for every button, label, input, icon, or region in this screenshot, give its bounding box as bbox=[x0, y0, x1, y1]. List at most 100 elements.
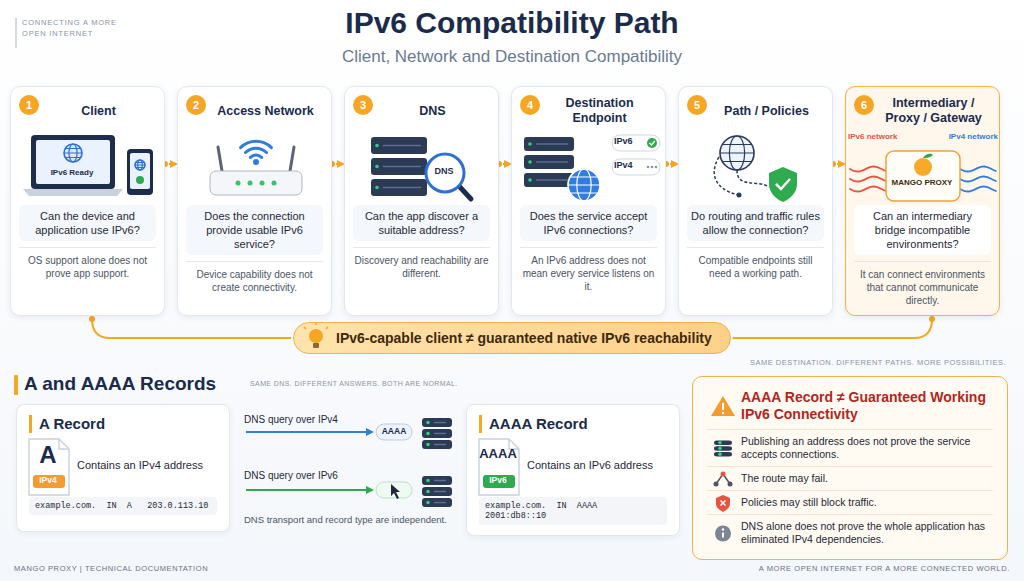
record-type: IPv6 bbox=[482, 475, 514, 486]
mango-logo bbox=[914, 158, 932, 176]
warning-item: The route may fail. bbox=[707, 466, 993, 490]
flow-arrow bbox=[833, 163, 845, 165]
callout-banner: IPv6-capable client ≠ guaranteed native … bbox=[293, 322, 731, 354]
icon-shape bbox=[434, 444, 446, 446]
icon-shape bbox=[737, 193, 742, 198]
icon-shape bbox=[236, 181, 241, 186]
globe-icon bbox=[568, 169, 600, 201]
accent-line bbox=[15, 18, 17, 48]
note: DNS transport and record type are indepe… bbox=[244, 514, 462, 526]
icon-shape bbox=[721, 472, 726, 477]
warning-item: Policies may still block traffic. bbox=[707, 490, 993, 514]
step-note: Discovery and reachability are different… bbox=[353, 247, 490, 280]
step-card: 3DNSCan the app discover a suitable addr… bbox=[344, 86, 499, 316]
step-note: It can connect environments that cannot … bbox=[854, 261, 991, 307]
icon-shape bbox=[304, 323, 328, 329]
wifi-arc bbox=[246, 148, 267, 152]
icon-shape bbox=[458, 185, 471, 199]
record-description: Contains an IPv6 address bbox=[527, 437, 667, 493]
icon-shape bbox=[714, 482, 719, 487]
icon-shape bbox=[434, 422, 446, 424]
icon-shape bbox=[721, 501, 726, 506]
step-number: 6 bbox=[854, 95, 874, 115]
icon-shape bbox=[722, 528, 724, 530]
icon-shape bbox=[718, 452, 722, 456]
record-box: AAAA RecordContains an IPv6 address examp… bbox=[466, 404, 680, 536]
icon-shape bbox=[929, 316, 935, 322]
page-title: IPv6 Compatibility Path bbox=[0, 6, 1024, 40]
record-type-pill bbox=[33, 475, 65, 488]
icon-shape bbox=[722, 533, 724, 538]
laptop-icon bbox=[31, 135, 115, 189]
record-letter: A bbox=[28, 442, 68, 468]
badge bbox=[612, 159, 660, 175]
record-example: example.com. IN AAAA 2001:db8::10 bbox=[479, 497, 667, 525]
step-heading: Path / Policies bbox=[709, 95, 824, 127]
query-label: DNS query over IPv6 bbox=[244, 470, 374, 483]
icon-shape bbox=[434, 433, 446, 435]
network-wave bbox=[960, 187, 996, 192]
icon-shape bbox=[426, 443, 430, 447]
icon-shape bbox=[23, 189, 123, 196]
warning-item: Publishing an address does not prove the… bbox=[707, 429, 993, 466]
shield-icon bbox=[769, 167, 797, 202]
step-number: 4 bbox=[520, 95, 540, 115]
step-question: Can the app discover a suitable address? bbox=[353, 205, 490, 241]
node-art bbox=[679, 87, 832, 315]
protocol-badge: IPv6 bbox=[614, 136, 644, 148]
step-question: Does the service accept IPv6 connections… bbox=[520, 205, 657, 241]
server-unit bbox=[422, 418, 452, 427]
answer-pill bbox=[376, 424, 412, 440]
step-question: Does the connection provide usable IPv6 … bbox=[186, 205, 323, 255]
icon-shape bbox=[290, 147, 294, 171]
icon-shape bbox=[434, 491, 446, 493]
proxy-label: MANGO PROXY bbox=[887, 178, 957, 188]
record-heading: AAAA Record bbox=[479, 415, 667, 433]
icon-shape bbox=[536, 179, 568, 181]
step-question: Can an intermediary bridge incompatible … bbox=[854, 205, 991, 255]
globe-icon bbox=[64, 144, 82, 162]
node-art bbox=[345, 87, 498, 315]
info-icon bbox=[715, 526, 731, 542]
step-card: 4Destination EndpointDoes the service ac… bbox=[511, 86, 666, 316]
icon-shape bbox=[718, 447, 722, 451]
icon-shape bbox=[59, 439, 69, 449]
record-type: IPv4 bbox=[32, 475, 64, 486]
icon-shape bbox=[313, 343, 319, 348]
icon-shape bbox=[426, 490, 430, 494]
step-card: 5Path / PoliciesDo routing and traffic r… bbox=[678, 86, 833, 316]
network-wave bbox=[960, 177, 996, 182]
warning-icon bbox=[711, 396, 735, 416]
icon-shape bbox=[528, 160, 532, 164]
answer-pill bbox=[376, 482, 412, 498]
step-card: 2Access NetworkDoes the connection provi… bbox=[177, 86, 332, 316]
step-number: 2 bbox=[186, 95, 206, 115]
step-note: OS support alone does not prove app supp… bbox=[19, 247, 156, 280]
icon-shape bbox=[728, 482, 733, 487]
icon-shape bbox=[647, 166, 650, 169]
step-note: Device capability does not create connec… bbox=[186, 261, 323, 294]
icon-shape bbox=[434, 502, 446, 504]
server-unit bbox=[714, 452, 732, 457]
document-icon bbox=[479, 439, 519, 495]
icon-shape bbox=[36, 140, 110, 184]
icon-label: DNS bbox=[428, 166, 460, 178]
server-unit bbox=[371, 158, 427, 175]
icon-shape bbox=[426, 421, 430, 425]
flow-arrow bbox=[499, 163, 511, 165]
flow-arrow bbox=[666, 163, 678, 165]
icon-shape bbox=[651, 166, 654, 169]
icon-shape bbox=[434, 480, 446, 482]
icon-shape bbox=[375, 165, 379, 169]
step-question: Can the device and application use IPv6? bbox=[19, 205, 156, 241]
server-unit bbox=[524, 137, 574, 151]
bulb-icon bbox=[309, 329, 323, 343]
wifi-arc bbox=[250, 155, 261, 157]
icon-shape bbox=[135, 163, 145, 168]
step-note: Compatible endpoints still need a workin… bbox=[687, 247, 824, 280]
footer-text: A MORE OPEN INTERNET FOR A MORE CONNECTE… bbox=[700, 564, 1010, 573]
step-heading: Intermediary / Proxy / Gateway bbox=[876, 95, 991, 127]
icon-shape bbox=[528, 178, 532, 182]
icon-shape bbox=[383, 166, 421, 168]
